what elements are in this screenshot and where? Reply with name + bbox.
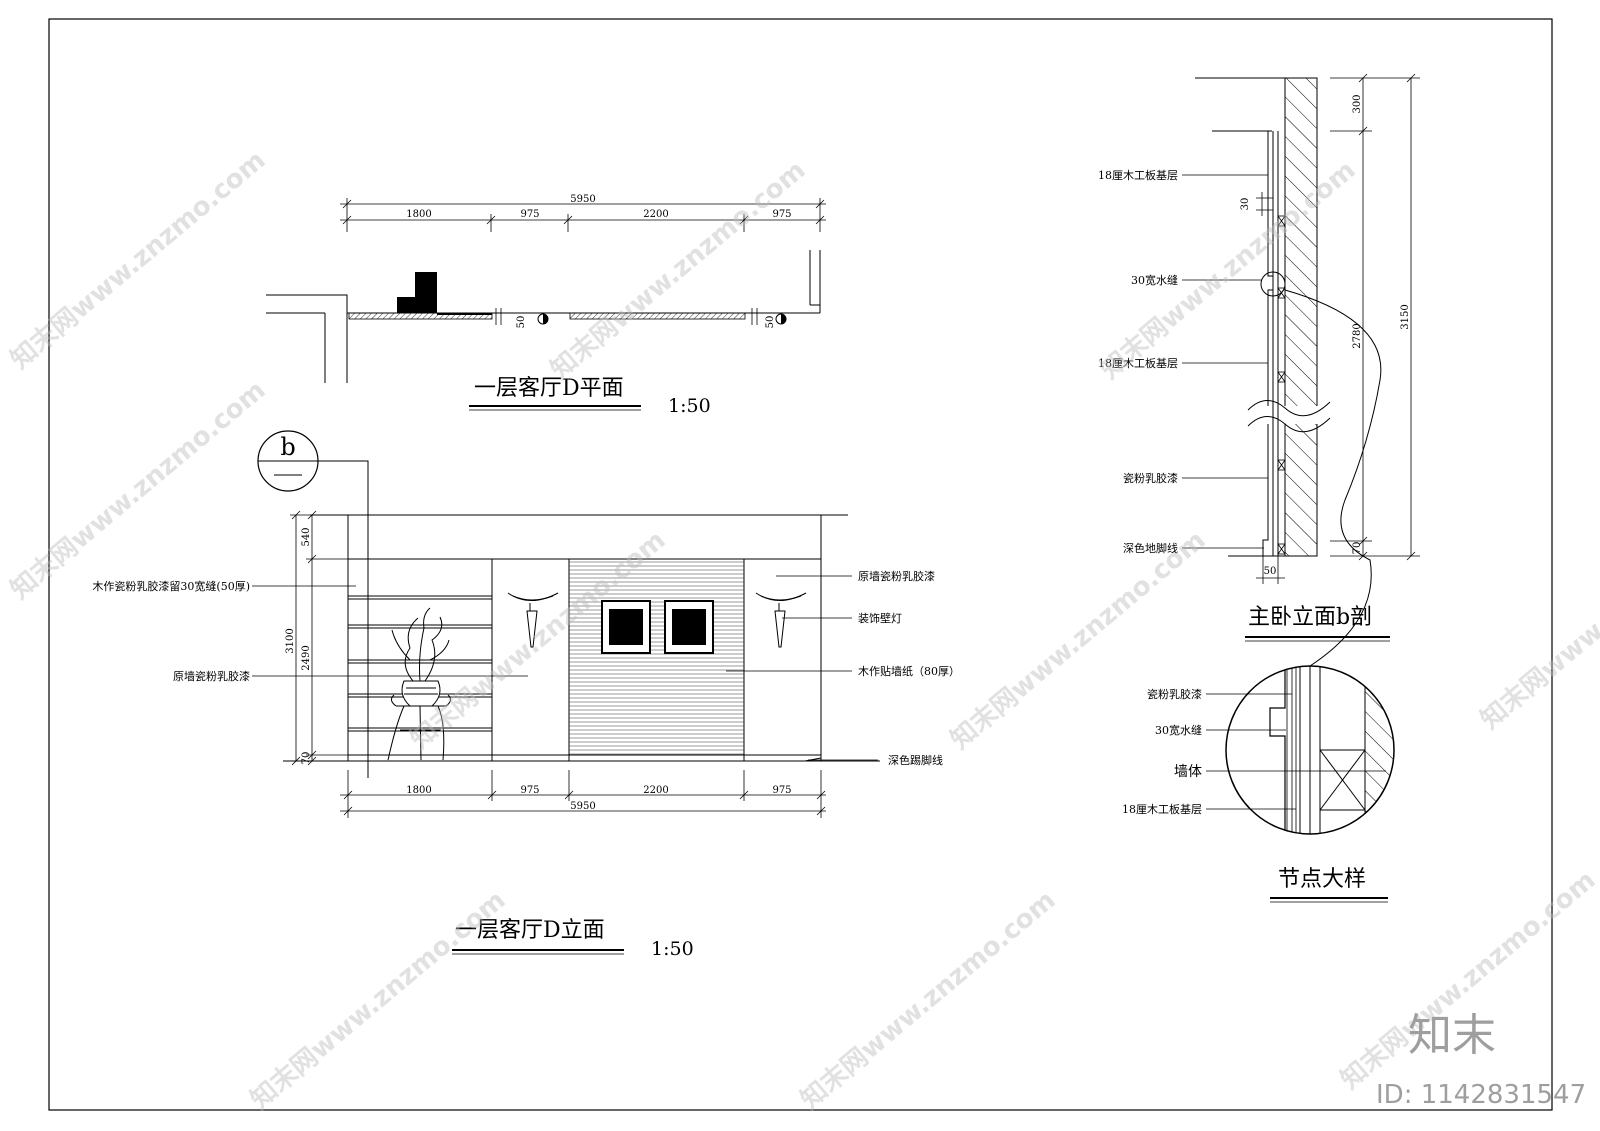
detail-circle — [1225, 665, 1395, 835]
detail-view: 瓷粉乳胶漆 30宽水缝 墙体 18厘木工板基层 节点大样 — [1122, 665, 1395, 903]
watermark-text: 知末网www.znzmo.com — [945, 525, 1211, 755]
plan-dim-1: 1800 — [406, 209, 431, 220]
image-id: ID: 1142831547 — [1376, 1080, 1586, 1110]
elev-dim-2490: 2490 — [301, 645, 312, 670]
plan-small-dim-1: 50 — [516, 316, 527, 329]
section-dim-300: 300 — [1352, 94, 1363, 113]
section-dim-3150: 3150 — [1400, 304, 1411, 329]
detail-label-4: 18厘木工板基层 — [1122, 802, 1202, 816]
section-label-2: 30宽水缝 — [1131, 273, 1178, 287]
elevation-view: b — [92, 430, 960, 960]
elevation-scale: 1:50 — [651, 938, 694, 960]
plan-small-dim-2: 50 — [765, 316, 776, 329]
wallpaper-panel — [568, 558, 745, 756]
section-dim-30: 30 — [1240, 198, 1251, 211]
section-view: 300 2780 3150 70 30 50 18厘木工板基层 30宽水缝 18… — [1098, 73, 1420, 667]
detail-callout-leader — [1284, 289, 1382, 667]
elev-dim-b3: 2200 — [643, 785, 668, 796]
framed-picture — [664, 600, 714, 654]
elev-dim-70: 70 — [301, 752, 312, 765]
section-dim-2780: 2780 — [1352, 323, 1363, 348]
detail-label-1: 瓷粉乳胶漆 — [1147, 687, 1202, 701]
wall-lamp-icon — [755, 592, 807, 648]
section-title: 主卧立面b剖 — [1248, 605, 1372, 630]
watermark-text: 知末网www.znzmo.com — [1095, 155, 1361, 385]
elev-label-left-2: 原墙瓷粉乳胶漆 — [173, 669, 250, 683]
watermark-text: 知末网www.znzmo.com — [245, 885, 511, 1115]
sheet-border — [48, 18, 1553, 1111]
plan-dim-total: 5950 — [570, 194, 595, 205]
watermark-layer: 知末网www.znzmo.com 知末网www.znzmo.com 知末网www… — [5, 145, 1600, 1115]
batten-icon — [1277, 215, 1286, 555]
vase-plant-icon — [387, 607, 452, 761]
detail-label-2: 30宽水缝 — [1155, 723, 1202, 737]
section-dim-70: 70 — [1352, 542, 1363, 555]
elev-dim-b2: 975 — [520, 785, 539, 796]
elev-label-right-4: 深色踢脚线 — [888, 753, 943, 767]
section-marker-letter: b — [280, 433, 295, 461]
elev-dim-540: 540 — [301, 527, 312, 546]
watermark-text: 知末网www.znzmo.com — [795, 885, 1061, 1115]
plan-title: 一层客厅D平面 — [474, 376, 624, 401]
elev-label-right-1: 原墙瓷粉乳胶漆 — [858, 569, 935, 583]
section-dim-50: 50 — [1264, 566, 1277, 577]
elevation-title: 一层客厅D立面 — [455, 918, 605, 943]
section-label-1: 18厘木工板基层 — [1098, 168, 1178, 182]
plan-lamp-icon — [775, 313, 787, 325]
section-label-3: 18厘木工板基层 — [1098, 356, 1178, 370]
watermark-text: 知末网www.znzmo.com — [545, 155, 811, 385]
section-label-5: 深色地脚线 — [1123, 541, 1178, 555]
watermark-text: 知末网www.znzmo.com — [5, 375, 271, 605]
plan-dim-2: 975 — [520, 209, 539, 220]
wall-hatch — [1284, 77, 1318, 557]
plan-lamp-icon — [537, 313, 549, 325]
elev-dim-3100: 3100 — [285, 628, 296, 653]
elev-label-right-2: 装饰壁灯 — [858, 611, 902, 625]
detail-label-3: 墙体 — [1174, 764, 1202, 780]
elev-dim-b4: 975 — [772, 785, 791, 796]
detail-title: 节点大样 — [1278, 867, 1366, 892]
watermark-text: 知末网www.znzmo.com — [1475, 505, 1600, 735]
wall-lamp-icon — [507, 592, 559, 648]
plan-column — [397, 272, 437, 313]
detail-callout-circle — [1260, 271, 1286, 297]
watermark-text: 知末网www.znzmo.com — [5, 145, 271, 375]
plan-scale: 1:50 — [668, 395, 711, 417]
elev-label-right-3: 木作贴墙纸（80厚） — [858, 664, 960, 678]
elev-dim-b1: 1800 — [406, 785, 431, 796]
section-label-4: 瓷粉乳胶漆 — [1123, 471, 1178, 485]
plan-dim-3: 2200 — [643, 209, 668, 220]
elev-dim-total: 5950 — [570, 801, 595, 812]
brand-logo: 知末 — [1408, 1010, 1496, 1061]
plan-dim-4: 975 — [772, 209, 791, 220]
plan-view: 5950 1800 975 2200 975 50 50 — [266, 194, 826, 417]
elev-label-left-1: 木作瓷粉乳胶漆留30宽缝(50厚) — [92, 579, 250, 593]
framed-picture — [601, 600, 651, 654]
